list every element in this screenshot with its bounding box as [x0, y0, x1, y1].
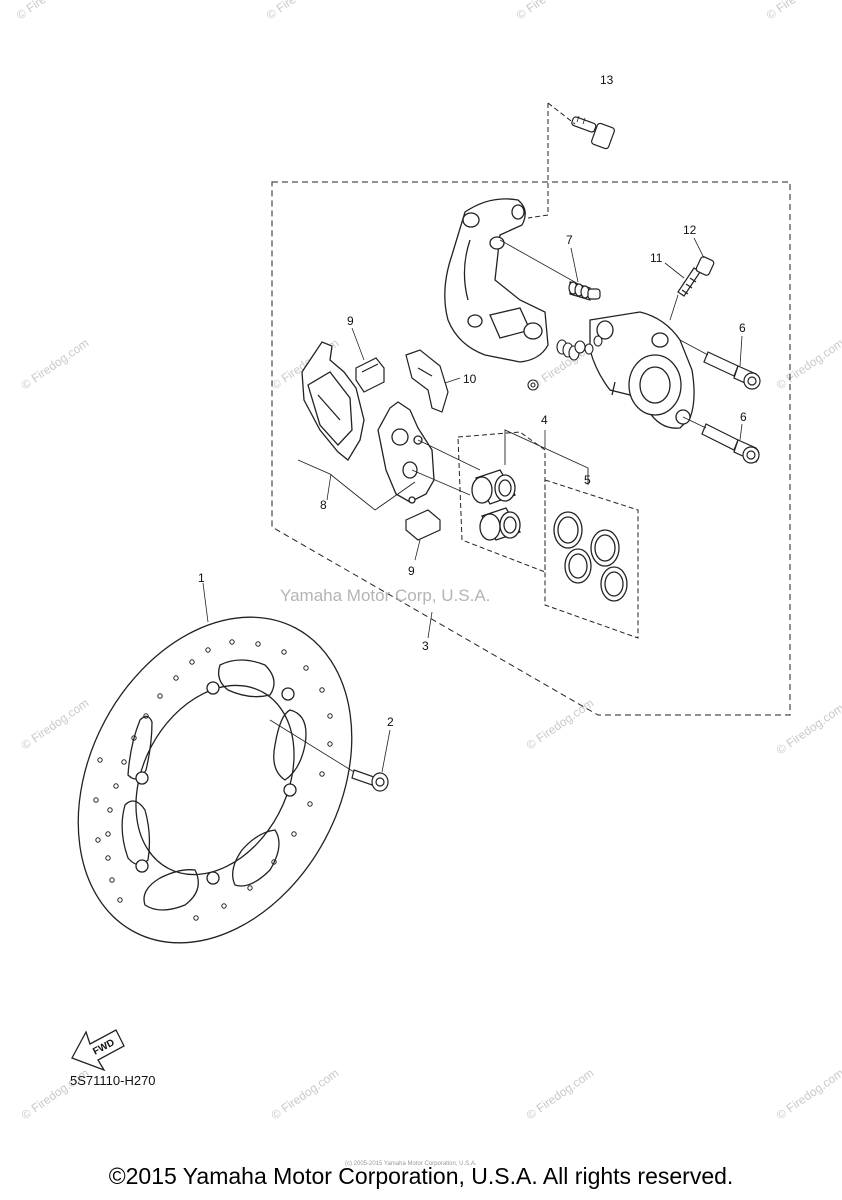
leader-7 — [570, 247, 579, 283]
callout-1: 1 — [198, 571, 205, 585]
leader-13-top — [547, 102, 576, 125]
callout-8: 8 — [320, 498, 327, 512]
caliper-body — [589, 311, 695, 429]
watermark: © Firedog.com — [764, 0, 837, 22]
callout-12: 12 — [683, 223, 697, 237]
bleed-axis — [669, 294, 679, 321]
caliper-bracket — [444, 198, 549, 363]
disc-bolt-axis — [269, 719, 355, 773]
leader-8 — [326, 473, 332, 501]
leader-6-lower — [739, 423, 743, 441]
center-watermark: Yamaha Motor Corp, U.S.A. — [280, 586, 490, 605]
leader-9-upper — [351, 327, 365, 361]
callout-6-upper: 6 — [739, 321, 746, 335]
piston-kit-4-outline — [457, 431, 546, 573]
pad-clip-9-upper — [355, 357, 385, 393]
watermark: © Firedog.com — [269, 1066, 342, 1123]
callout-4: 4 — [541, 413, 548, 427]
callout-labels: 1 2 3 4 5 6 6 7 8 9 9 10 11 12 13 — [198, 73, 747, 729]
callout-13: 13 — [600, 73, 614, 87]
disc-vent-holes — [93, 639, 333, 921]
copyright-footer: ©2015 Yamaha Motor Corporation, U.S.A. A… — [108, 1163, 734, 1189]
callout-9-upper: 9 — [347, 314, 354, 328]
bleed-cap-12 — [695, 256, 715, 276]
leader-3 — [427, 611, 433, 639]
callout-10: 10 — [463, 372, 477, 386]
leader-9-lower — [414, 539, 421, 561]
bolt-6-axis — [679, 339, 709, 356]
pin-7 — [568, 281, 601, 301]
watermark: © Firedog.com — [514, 0, 587, 22]
fwd-arrow-icon: FWD — [71, 1029, 125, 1072]
leader-2 — [381, 729, 391, 773]
leader-6-upper — [739, 335, 743, 367]
bracket-4 — [504, 429, 589, 485]
callout-11: 11 — [650, 251, 663, 265]
bleed-screw-11 — [677, 267, 701, 297]
piston-seals — [553, 511, 628, 602]
caliper-small-parts — [527, 335, 603, 391]
watermark: © Firedog.com — [19, 696, 92, 753]
watermark: © Firedog.com — [14, 0, 87, 22]
brake-pad-right — [377, 401, 435, 504]
bracket-axis — [499, 239, 581, 286]
seal-kit-5-outline — [544, 479, 639, 639]
watermark: © Firedog.com — [19, 336, 92, 393]
callout-2: 2 — [387, 715, 394, 729]
pad-shim-10 — [405, 349, 449, 413]
bolt-13 — [571, 115, 615, 150]
watermark: © Firedog.com — [774, 701, 842, 758]
callout-5: 5 — [584, 473, 591, 487]
callout-6-lower: 6 — [740, 410, 747, 424]
part-code: 5S71110-H270 — [70, 1073, 156, 1088]
leader-10 — [444, 377, 461, 384]
pad-clip-9-lower — [405, 509, 441, 541]
leader-12 — [693, 237, 705, 259]
watermark: © Firedog.com — [524, 696, 597, 753]
callout-9-lower: 9 — [408, 564, 415, 578]
watermark: © Firedog.com — [524, 1066, 597, 1123]
watermark: © Firedog.com — [774, 1066, 842, 1123]
brake-pad-left — [301, 341, 365, 461]
bolt-6-axis-2 — [682, 416, 707, 429]
disc-bolt-2 — [351, 769, 389, 792]
leader-1 — [202, 582, 209, 623]
watermark: © Firedog.com — [774, 336, 842, 393]
leader-13 — [527, 103, 549, 219]
bolt-6-lower — [701, 423, 760, 464]
callout-7: 7 — [566, 233, 573, 247]
caliper-piston-upper — [471, 469, 516, 505]
tiny-copyright-note: (c) 2005-2015 Yamaha Motor Corporation, … — [345, 1161, 477, 1167]
bracket-8 — [297, 459, 416, 511]
brake-disc — [77, 616, 353, 944]
bolt-6-upper — [703, 351, 761, 390]
watermark: © Firedog.com — [264, 0, 337, 22]
caliper-piston-lower — [479, 507, 521, 541]
watermark-grid: © Firedog.com © Firedog.com © Firedog.co… — [14, 0, 842, 1122]
pad-axis-1 — [417, 439, 481, 471]
leader-11 — [664, 262, 685, 279]
caliper-assembly-outline — [271, 181, 791, 716]
callout-3: 3 — [422, 639, 429, 653]
